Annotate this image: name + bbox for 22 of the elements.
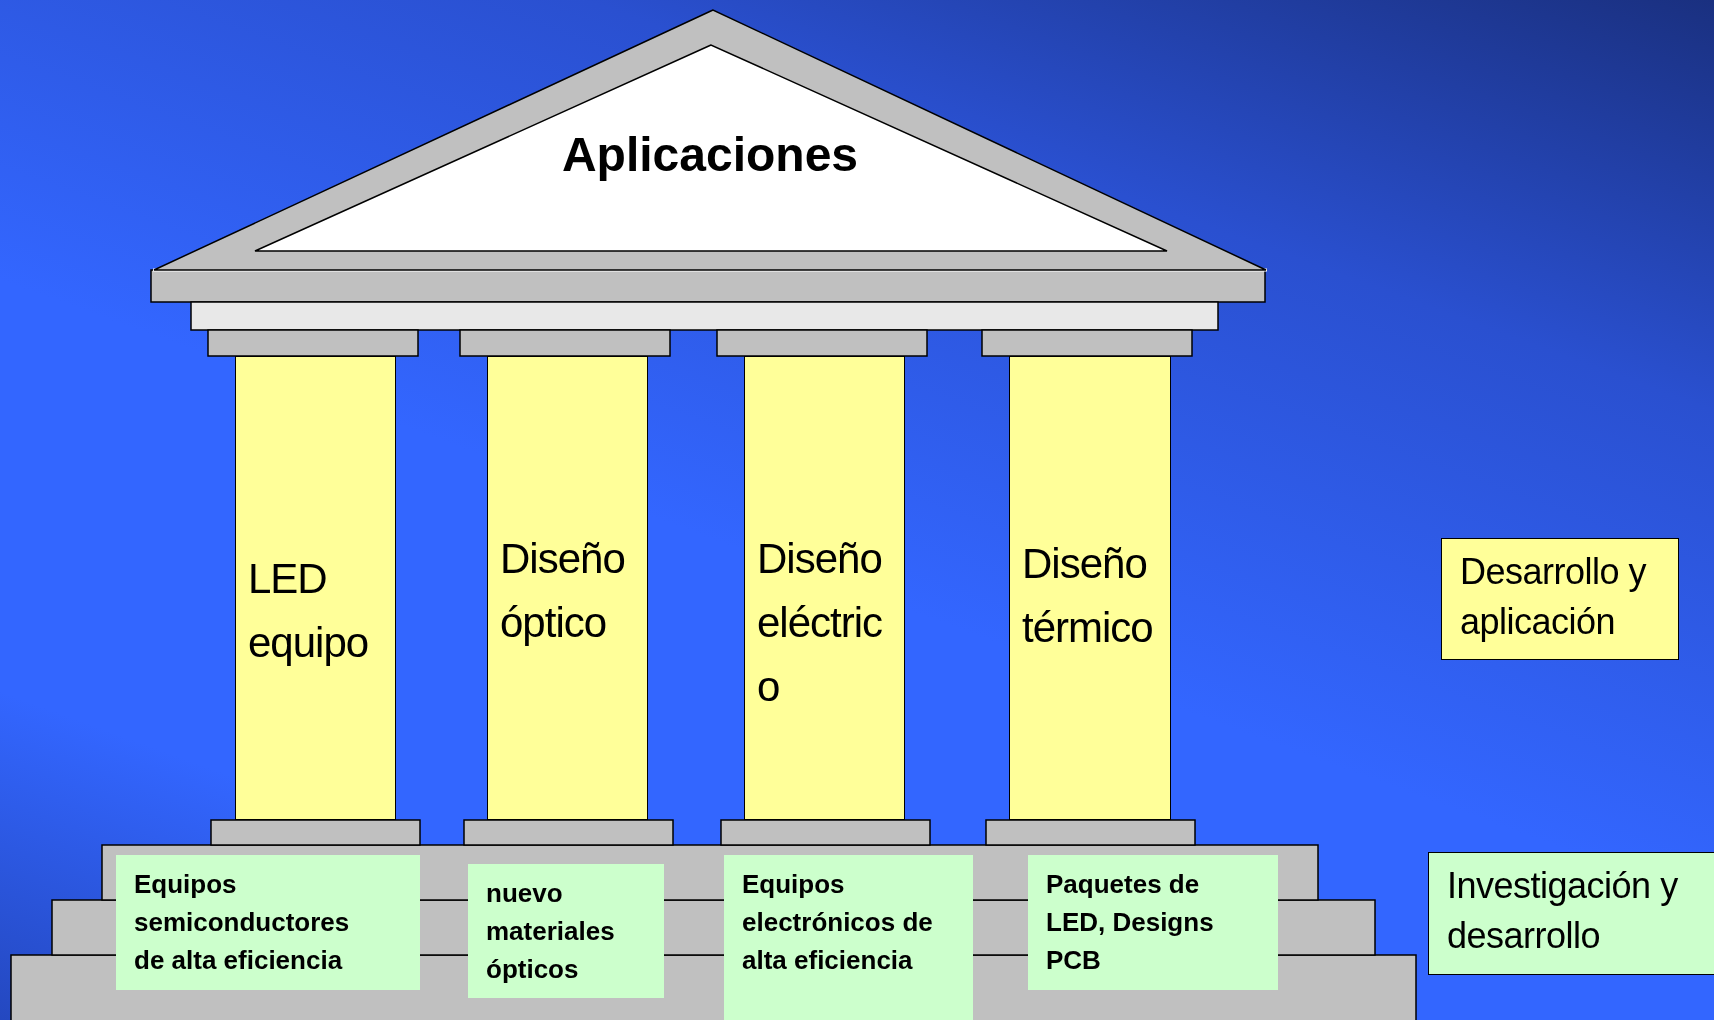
legend-box [1428, 852, 1714, 975]
column-shaft [744, 356, 905, 820]
legend-box [1441, 538, 1679, 660]
roof-title: Aplicaciones [560, 127, 860, 182]
column-label: LED equipo [247, 554, 370, 668]
foundation-label: Equipos semiconductores de alta eficiencia [134, 868, 351, 977]
foundation-label: nuevo materiales ópticos [486, 877, 616, 986]
column-label: Diseño eléctrico [756, 534, 884, 712]
column-label: Diseño óptico [499, 534, 626, 648]
foundation-label: Paquetes de LED, Designs PCB [1046, 868, 1215, 977]
foundation-box [116, 855, 420, 990]
level-label: Investigación y desarrollo [1447, 864, 1679, 958]
column-shaft [487, 356, 648, 820]
roof-pediment [153, 9, 1267, 271]
column-label: Diseño térmico [1021, 539, 1154, 653]
level-label: Desarrollo y aplicación [1460, 550, 1648, 644]
column-shaft [235, 356, 396, 820]
foundation-label: Equipos electrónicos de alta eficiencia [742, 868, 934, 977]
foundation-box [468, 864, 664, 998]
foundation-box [1028, 855, 1278, 990]
column-shaft [1009, 356, 1171, 820]
foundation-box [724, 855, 973, 1020]
